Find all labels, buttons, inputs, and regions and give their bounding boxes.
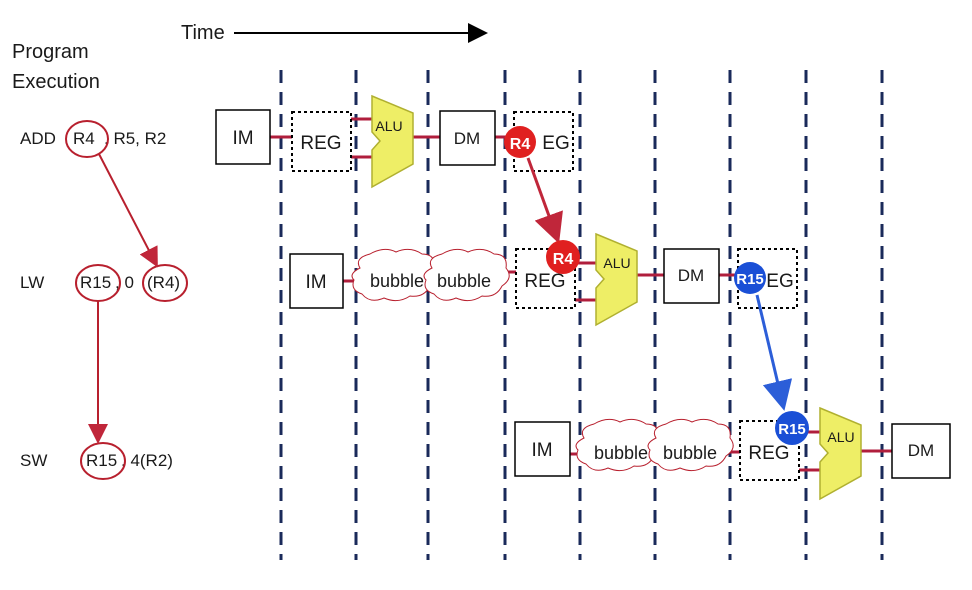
im-stage-box bbox=[215, 109, 271, 165]
reg-stage-label: REG bbox=[300, 133, 341, 154]
forward-badge-lw-r15-label: R15 bbox=[736, 271, 764, 288]
reg-stage-box bbox=[291, 111, 352, 172]
add-opcode: ADD bbox=[20, 129, 56, 148]
program-execution-label: Program bbox=[12, 41, 89, 63]
dm-stage-box bbox=[439, 110, 496, 166]
time-label: Time bbox=[181, 22, 225, 44]
lw-pipeline: IM bubble bubble REG R4 ALU DM EG R15 bbox=[289, 232, 798, 327]
bubble-label: bubble bbox=[594, 443, 648, 463]
dm-stage-label: DM bbox=[454, 129, 480, 148]
add-pipeline: IM REG ALU DM EG R4 bbox=[215, 94, 574, 189]
sw-src: R15 bbox=[86, 451, 117, 470]
dm-stage-label: DM bbox=[908, 441, 934, 460]
bubble-shape bbox=[423, 248, 510, 302]
alu-stage-label: ALU bbox=[603, 255, 630, 271]
sw-opcode: SW bbox=[20, 451, 47, 470]
im-stage-label: IM bbox=[531, 440, 552, 461]
forward-badge-add-r4 bbox=[504, 126, 536, 158]
forward-arrow-red bbox=[526, 157, 563, 244]
clock-dividers bbox=[279, 70, 884, 560]
bubble-shape bbox=[647, 418, 734, 472]
forward-arrow-blue bbox=[755, 294, 793, 411]
dm-stage-box bbox=[891, 423, 951, 479]
lw-base: (R4) bbox=[147, 273, 180, 292]
sw-addr: , 4(R2) bbox=[121, 451, 173, 470]
alu-stage-shape bbox=[819, 406, 862, 501]
reg-stage-label: REG bbox=[524, 271, 565, 292]
wb-stage-label: EG bbox=[542, 133, 569, 154]
bubble-label: bubble bbox=[663, 443, 717, 463]
program-execution-label-2: Execution bbox=[12, 71, 100, 93]
forward-badge-sw-r15 bbox=[775, 411, 809, 445]
im-stage-label: IM bbox=[305, 272, 326, 293]
dep-arrow-add-lw bbox=[98, 153, 158, 268]
forward-badge-lw-r4-label: R4 bbox=[553, 251, 574, 268]
alu-stage-label: ALU bbox=[375, 118, 402, 134]
forward-badge-sw-r15-label: R15 bbox=[778, 421, 806, 438]
bubble-label: bubble bbox=[437, 271, 491, 291]
wb-stage-label: EG bbox=[766, 271, 793, 292]
bubble-label: bubble bbox=[370, 271, 424, 291]
add-r4-circle bbox=[65, 120, 109, 158]
forward-badge-lw-r15 bbox=[734, 262, 766, 294]
forward-badge-lw-r4 bbox=[546, 240, 580, 274]
add-src: , R5, R2 bbox=[104, 129, 166, 148]
add-dest: R4 bbox=[73, 129, 95, 148]
im-stage-box bbox=[289, 253, 344, 309]
lw-opcode: LW bbox=[20, 273, 44, 292]
lw-r4-circle bbox=[142, 264, 188, 302]
sw-pipeline: IM bubble bubble REG R15 ALU DM bbox=[514, 406, 951, 501]
dm-stage-label: DM bbox=[678, 266, 704, 285]
alu-stage-shape bbox=[595, 232, 638, 327]
dm-stage-box bbox=[663, 248, 720, 304]
lw-dest: R15 bbox=[80, 273, 111, 292]
im-stage-label: IM bbox=[232, 128, 253, 149]
forward-badge-add-r4-label: R4 bbox=[510, 136, 531, 153]
im-stage-box bbox=[514, 421, 571, 477]
alu-stage-shape bbox=[371, 94, 414, 189]
reg-stage-label: REG bbox=[748, 443, 789, 464]
alu-stage-label: ALU bbox=[827, 429, 854, 445]
